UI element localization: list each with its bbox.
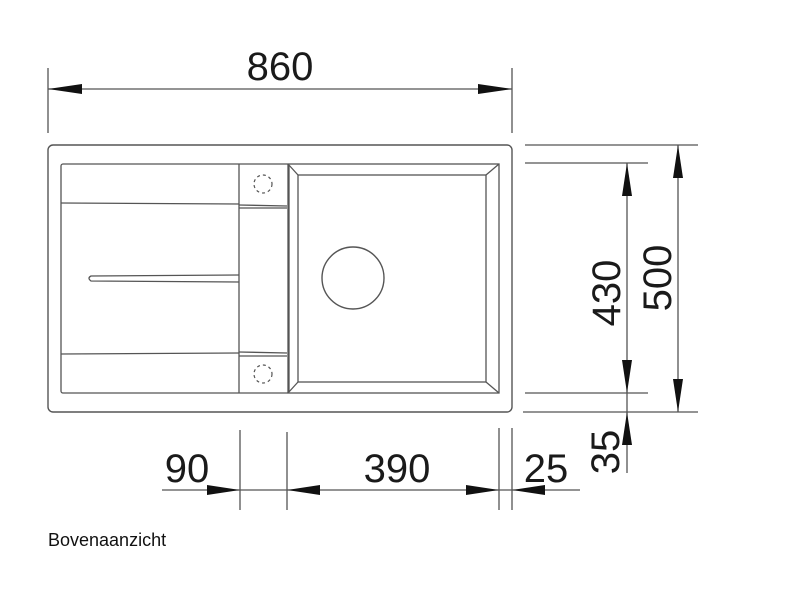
dimension-depth-lines bbox=[523, 144, 698, 473]
dimension-label-25: 25 bbox=[524, 447, 569, 491]
tap-hole-top-icon bbox=[253, 174, 273, 194]
dimension-label-860: 860 bbox=[247, 45, 314, 89]
dimension-label-430: 430 bbox=[585, 260, 629, 327]
dimension-overall-width bbox=[47, 68, 513, 133]
drainer-area bbox=[60, 163, 290, 394]
drain-icon bbox=[321, 246, 385, 310]
dimension-label-390: 390 bbox=[364, 447, 431, 491]
sink-bowl bbox=[287, 163, 500, 394]
dimension-label-90: 90 bbox=[165, 447, 210, 491]
tap-hole-bottom-icon bbox=[253, 364, 273, 384]
dimension-bottom-lines bbox=[162, 428, 580, 510]
dimension-label-35: 35 bbox=[584, 430, 628, 475]
dimension-label-500: 500 bbox=[636, 245, 680, 312]
view-caption: Bovenaanzicht bbox=[48, 530, 167, 550]
sink-outline bbox=[47, 144, 513, 413]
